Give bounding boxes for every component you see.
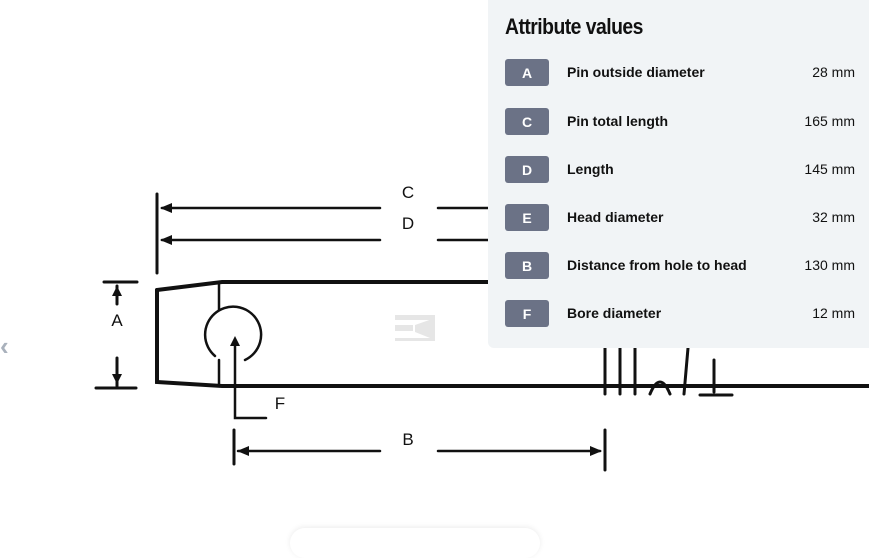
attribute-code-badge: C bbox=[505, 108, 549, 135]
attribute-label: Pin total length bbox=[567, 113, 669, 129]
bottom-floating-bar bbox=[290, 528, 540, 558]
dimension-label-c: C bbox=[402, 183, 414, 202]
attribute-row: A Pin outside diameter 28 mm bbox=[505, 59, 855, 87]
attribute-row: D Length 145 mm bbox=[505, 156, 855, 184]
attribute-code-badge: E bbox=[505, 204, 549, 231]
attribute-value: 165 mm bbox=[804, 113, 855, 129]
panel-title: Attribute values bbox=[505, 14, 643, 39]
attribute-values-panel: Attribute values A Pin outside diameter … bbox=[488, 0, 869, 348]
attribute-value: 28 mm bbox=[812, 64, 855, 80]
attribute-row: F Bore diameter 12 mm bbox=[505, 300, 855, 328]
attribute-row: B Distance from hole to head 130 mm bbox=[505, 252, 855, 280]
attribute-code-badge: F bbox=[505, 300, 549, 327]
attribute-label: Distance from hole to head bbox=[567, 257, 747, 273]
dimension-label-d: D bbox=[402, 214, 414, 233]
attribute-value: 130 mm bbox=[804, 257, 855, 273]
dimension-label-b: B bbox=[402, 430, 413, 449]
watermark-logo-icon bbox=[395, 315, 435, 341]
attribute-value: 32 mm bbox=[812, 209, 855, 225]
attribute-label: Pin outside diameter bbox=[567, 64, 705, 80]
attribute-value: 12 mm bbox=[812, 305, 855, 321]
attribute-row: E Head diameter 32 mm bbox=[505, 204, 855, 232]
attribute-row: C Pin total length 165 mm bbox=[505, 108, 855, 136]
attribute-code-badge: A bbox=[505, 59, 549, 86]
attribute-value: 145 mm bbox=[804, 161, 855, 177]
attribute-code-badge: B bbox=[505, 252, 549, 279]
previous-image-chevron-icon[interactable]: ‹ bbox=[0, 331, 9, 361]
attribute-code-badge: D bbox=[505, 156, 549, 183]
dimension-label-a: A bbox=[111, 311, 123, 330]
dimension-label-f: F bbox=[275, 394, 285, 413]
pin-dimension-diagram: C D A F B bbox=[94, 183, 869, 472]
attribute-label: Bore diameter bbox=[567, 305, 662, 321]
attribute-label: Length bbox=[567, 161, 614, 177]
attribute-label: Head diameter bbox=[567, 209, 664, 225]
